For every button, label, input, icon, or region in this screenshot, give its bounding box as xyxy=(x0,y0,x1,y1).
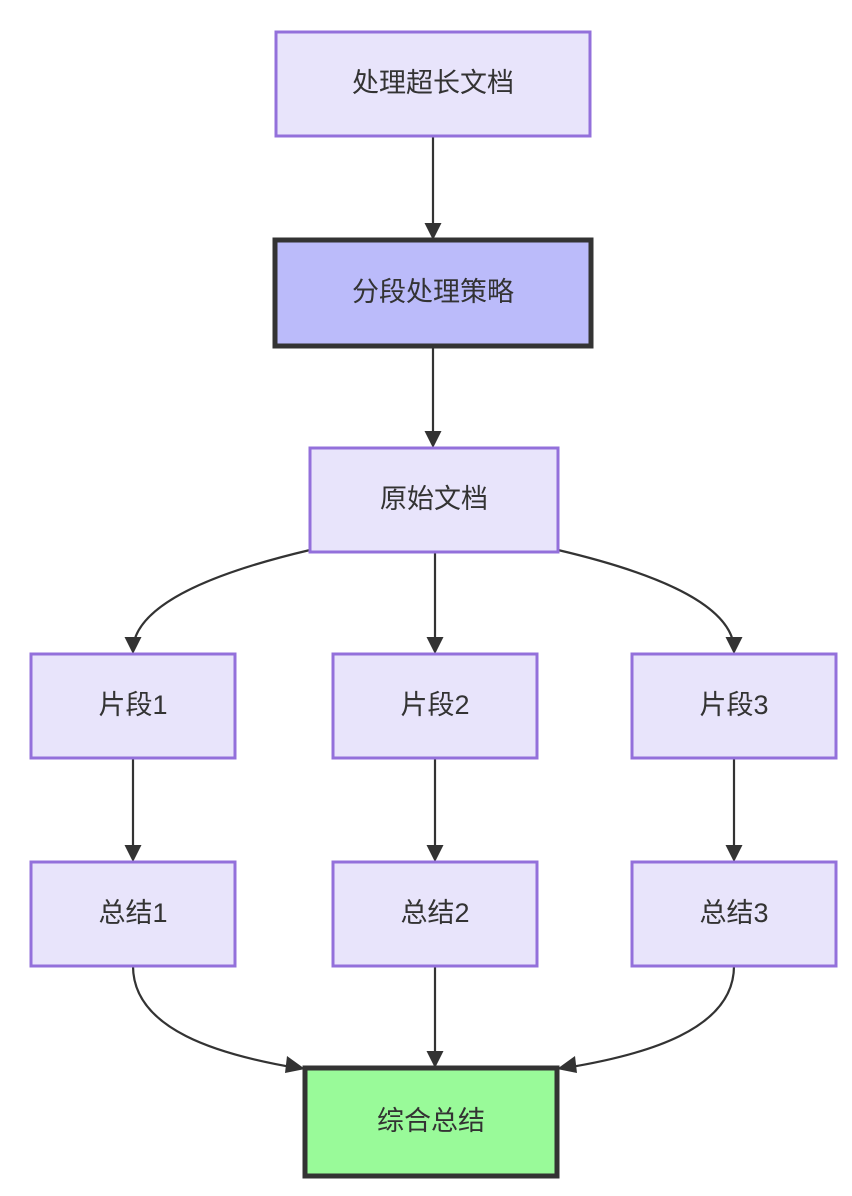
node-box[interactable] xyxy=(331,860,539,968)
flow-node-n9[interactable]: 总结3 xyxy=(630,860,838,968)
edge-n7-to-n10 xyxy=(131,965,305,1073)
edge-n4-to-n7 xyxy=(124,758,142,862)
node-label: 片段2 xyxy=(400,690,469,720)
node-label: 原始文档 xyxy=(380,484,488,514)
arrow-head-icon xyxy=(285,1056,305,1073)
arrow-head-icon xyxy=(424,431,442,448)
edge-n1-to-n2 xyxy=(424,136,442,240)
node-label: 综合总结 xyxy=(377,1106,485,1136)
flow-node-n7[interactable]: 总结1 xyxy=(29,860,237,968)
flow-node-n4[interactable]: 片段1 xyxy=(29,652,237,760)
edge-n9-to-n10 xyxy=(557,965,736,1073)
arrow-head-icon xyxy=(557,1056,577,1073)
node-label: 分段处理策略 xyxy=(352,277,514,307)
node-box[interactable] xyxy=(29,860,237,968)
node-box[interactable] xyxy=(29,652,237,760)
flow-node-n2[interactable]: 分段处理策略 xyxy=(272,237,594,349)
node-box[interactable] xyxy=(274,30,592,138)
flow-node-n1[interactable]: 处理超长文档 xyxy=(274,30,592,138)
node-box[interactable] xyxy=(308,446,560,554)
arrow-head-icon xyxy=(424,223,442,240)
arrow-head-icon xyxy=(725,845,743,862)
edge-n3-to-n5 xyxy=(426,552,444,654)
arrow-head-icon xyxy=(124,637,142,654)
flow-node-n5[interactable]: 片段2 xyxy=(331,652,539,760)
node-label: 处理超长文档 xyxy=(352,68,514,98)
edge-line xyxy=(131,548,311,647)
edge-line xyxy=(564,965,736,1070)
node-box[interactable] xyxy=(331,652,539,760)
node-label: 总结1 xyxy=(98,898,167,928)
node-box[interactable] xyxy=(302,1065,560,1179)
edge-n6-to-n9 xyxy=(725,758,743,862)
flow-node-n6[interactable]: 片段3 xyxy=(630,652,838,760)
edge-n3-to-n6 xyxy=(557,548,743,654)
arrow-head-icon xyxy=(725,637,743,654)
node-label: 片段3 xyxy=(699,690,768,720)
flow-node-n3[interactable]: 原始文档 xyxy=(308,446,560,554)
edge-line xyxy=(557,548,736,647)
flow-node-n10[interactable]: 综合总结 xyxy=(302,1065,560,1179)
flow-node-n8[interactable]: 总结2 xyxy=(331,860,539,968)
arrow-head-icon xyxy=(426,845,444,862)
node-box[interactable] xyxy=(630,860,838,968)
node-label: 总结2 xyxy=(400,898,469,928)
edge-n8-to-n10 xyxy=(426,966,444,1068)
edge-n3-to-n4 xyxy=(124,548,311,654)
edges-layer xyxy=(124,136,743,1073)
arrow-head-icon xyxy=(426,1051,444,1068)
edge-n5-to-n8 xyxy=(426,758,444,862)
edge-line xyxy=(131,965,298,1070)
node-box[interactable] xyxy=(272,237,594,349)
arrow-head-icon xyxy=(124,845,142,862)
node-box[interactable] xyxy=(630,652,838,760)
arrow-head-icon xyxy=(426,637,444,654)
edge-n2-to-n3 xyxy=(424,346,442,448)
node-label: 总结3 xyxy=(699,898,768,928)
node-label: 片段1 xyxy=(98,690,167,720)
